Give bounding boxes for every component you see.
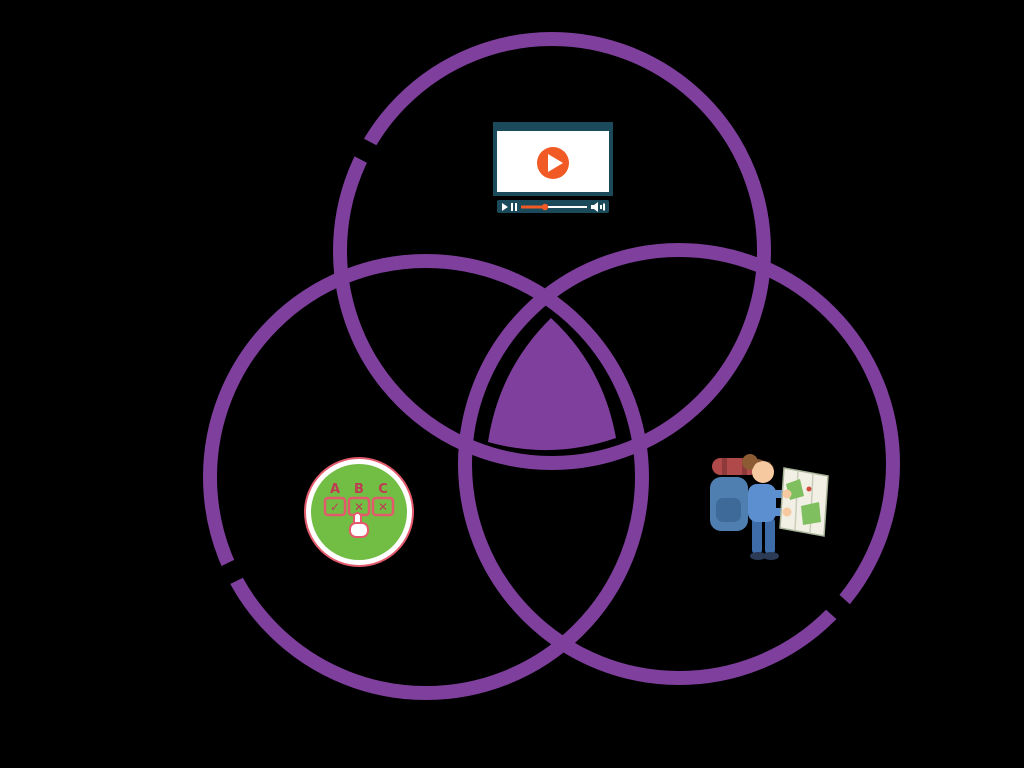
torso (748, 484, 776, 522)
speaker-icon (591, 202, 598, 212)
quiz-letter-a: A (330, 482, 340, 497)
video-player-icon (493, 122, 613, 213)
venn-circle-top (333, 32, 771, 470)
quiz-letter-b: B (354, 482, 364, 497)
shoe-right (763, 552, 779, 560)
quiz-mark-x2: ✕ (378, 500, 388, 514)
video-header-bar (495, 124, 611, 131)
hand-lower (782, 507, 792, 517)
map-land-2 (801, 502, 821, 525)
map-pin (806, 486, 812, 492)
hand-cursor-icon (349, 512, 369, 538)
venn-circle-bottom-left (203, 254, 649, 700)
quiz-icon: A B C ✓ ✕ ✕ (304, 457, 414, 567)
controls-pause-bar-1 (511, 203, 513, 211)
circle-gap-bottom-right (821, 590, 855, 624)
hair (752, 459, 774, 470)
play-icon (548, 154, 563, 172)
venn-center-intersection (488, 318, 616, 451)
head (752, 461, 774, 483)
backpack-pocket (716, 498, 741, 522)
quiz-checkbox-c (371, 496, 395, 517)
bedroll-strap-1 (722, 458, 727, 475)
circle-gap-bottom-left (215, 557, 249, 587)
circle-gap-top (347, 135, 381, 165)
controls-play-icon (502, 203, 508, 211)
quiz-letter-c: C (378, 482, 388, 497)
venn-circle-bottom-right (458, 243, 900, 685)
volume-tick-2 (603, 203, 605, 211)
leg-right (765, 518, 775, 554)
quiz-checkbox-a (323, 496, 347, 517)
progress-handle (541, 203, 549, 211)
map (779, 467, 829, 537)
quiz-mark-x1: ✕ (354, 500, 364, 514)
shoe-left (750, 552, 766, 560)
leg-left (752, 518, 762, 554)
controls-pause-bar-2 (515, 203, 517, 211)
traveler-icon (710, 454, 829, 560)
volume-tick-1 (600, 205, 602, 209)
quiz-mark-check: ✓ (330, 500, 340, 514)
quiz-green-circle (311, 464, 407, 560)
hand-upper (782, 489, 792, 499)
